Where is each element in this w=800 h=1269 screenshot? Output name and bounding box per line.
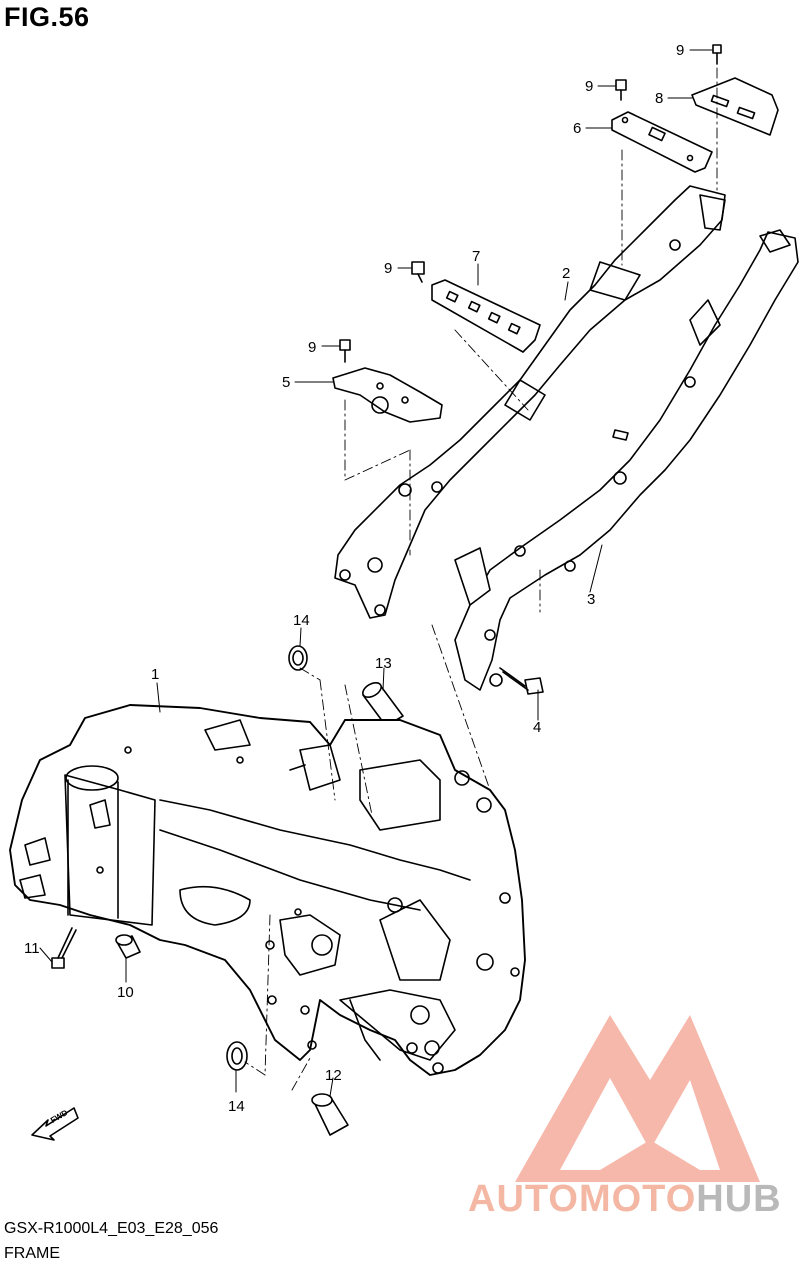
callout-7: 7 [472,248,481,265]
bushing-14-bottom [226,1041,248,1071]
leader-lines [39,49,713,1097]
bolt-9-lower-left [339,339,351,363]
callout-5: 5 [282,374,291,391]
callout-9-c: 9 [384,260,393,277]
reference-lines [244,67,718,1091]
callout-13: 13 [375,655,392,672]
figure-caption: FRAME [4,1245,60,1262]
callout-6: 6 [573,120,582,137]
fwd-arrow-icon [31,1107,79,1141]
collar-13 [362,681,404,727]
callout-9-a: 9 [676,42,685,59]
watermark-logo [515,1015,760,1182]
main-frame [9,704,526,1076]
figure-code: GSX-R1000L4_E03_E28_056 [4,1220,219,1237]
watermark-text: AUTOMOTOHUB [468,1178,782,1221]
callout-4: 4 [533,719,542,736]
callout-1: 1 [151,666,160,683]
bushing-14-top [288,645,308,671]
collar-10 [115,934,141,959]
seat-rail-left [334,185,726,619]
callout-14-a: 14 [293,612,310,629]
callout-8: 8 [655,90,664,107]
seat-rail-right [454,229,799,691]
watermark-text-automoto: AUTOMOTO [468,1178,697,1220]
callout-3: 3 [587,591,596,608]
plate-8 [691,77,779,136]
figure-title: FIG.56 [4,2,90,32]
callout-14-b: 14 [228,1098,245,1115]
bolt-11 [51,927,77,969]
callout-11: 11 [24,940,40,957]
bolt-9-mid-right [615,79,627,101]
plate-6 [611,111,713,173]
bolt-9-mid-left [411,261,425,283]
callout-12: 12 [325,1067,342,1084]
bracket-5 [332,367,443,423]
bolt-9-top-right [712,44,722,65]
callout-2: 2 [562,265,571,282]
plate-7 [431,279,541,353]
callout-10: 10 [117,984,134,1001]
collar-12 [311,1093,349,1136]
callout-9-b: 9 [585,78,594,95]
callout-9-d: 9 [308,339,317,356]
watermark-text-hub: HUB [696,1178,782,1220]
bolt-4 [499,667,544,695]
